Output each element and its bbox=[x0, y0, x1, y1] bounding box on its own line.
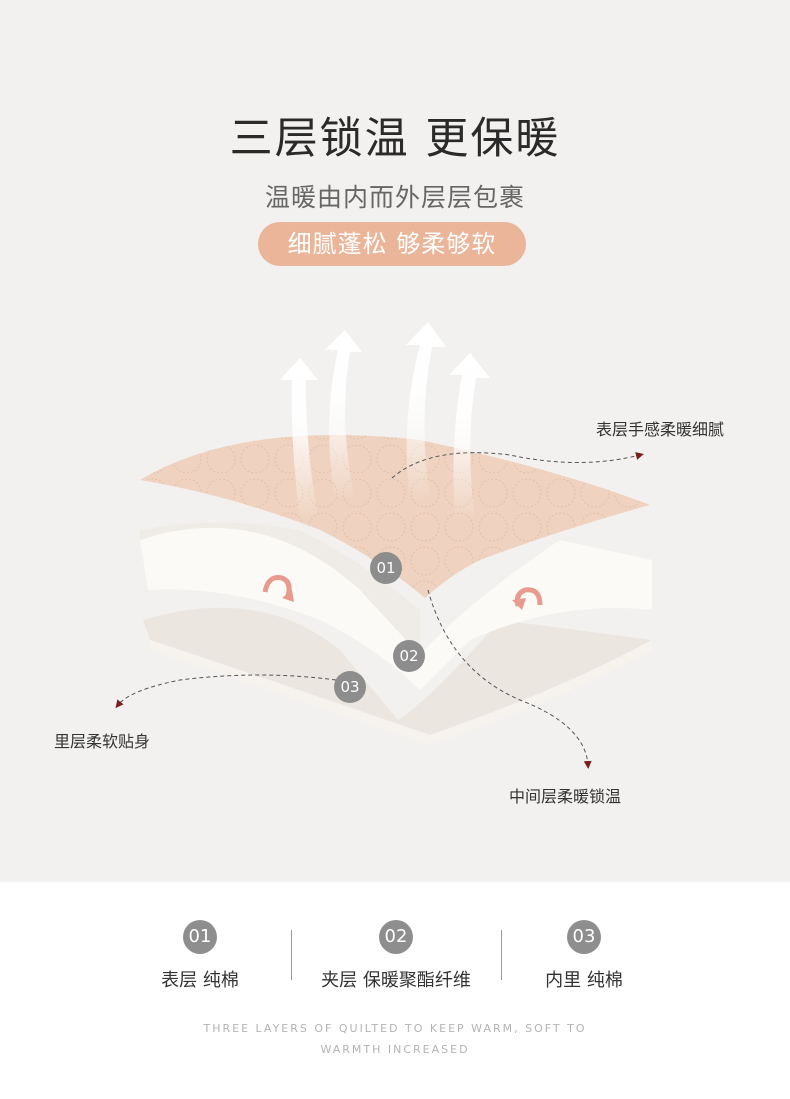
layer-middle-shade bbox=[140, 522, 420, 655]
callout-surface: 表层手感柔暖细腻 bbox=[596, 420, 725, 439]
layers-illustration: 01 02 03 bbox=[115, 322, 652, 769]
feature-badge: 02 bbox=[379, 920, 413, 954]
page-subtitle: 温暖由内而外层层包裹 bbox=[264, 183, 525, 212]
layer-middle bbox=[140, 527, 652, 690]
layer-number-01: 01 bbox=[370, 552, 402, 584]
warmth-arrow-1 bbox=[280, 358, 318, 520]
callout-line-left bbox=[115, 674, 337, 709]
layer-number-text: 03 bbox=[340, 678, 359, 696]
page-title: 三层锁温 更保暖 bbox=[229, 114, 561, 164]
layer-surface-quilt bbox=[140, 435, 650, 598]
callout-inner: 里层柔软贴身 bbox=[54, 732, 151, 751]
feature-label: 内里 纯棉 bbox=[545, 970, 623, 991]
layer-number-text: 02 bbox=[399, 647, 418, 665]
divider bbox=[501, 930, 502, 980]
layer-inner bbox=[143, 607, 652, 735]
layer-number-03: 03 bbox=[334, 671, 366, 703]
feature-label: 表层 纯棉 bbox=[161, 970, 239, 991]
divider bbox=[291, 930, 292, 980]
english-caption-line-1: THREE LAYERS OF QUILTED TO KEEP WARM, SO… bbox=[203, 1022, 587, 1035]
feature-label: 夹层 保暖聚酯纤维 bbox=[321, 970, 471, 991]
feature-item-3: 03 内里 纯棉 bbox=[514, 920, 654, 992]
callout-middle: 中间层柔暖锁温 bbox=[509, 787, 622, 806]
layer-number-02: 02 bbox=[393, 640, 425, 672]
feature-item-2: 02 夹层 保暖聚酯纤维 bbox=[306, 920, 486, 992]
warmth-arrow-4 bbox=[449, 353, 490, 520]
feature-item-1: 01 表层 纯棉 bbox=[130, 920, 270, 992]
callout-line-bottom bbox=[427, 589, 592, 769]
curve-arrow-left bbox=[262, 575, 292, 597]
warmth-arrow-2 bbox=[325, 330, 362, 500]
layer-number-text: 01 bbox=[376, 559, 395, 577]
highlight-pill: 细腻蓬松 够柔够软 bbox=[258, 222, 526, 266]
english-caption-line-2: WARMTH INCREASED bbox=[320, 1043, 470, 1056]
layer-inner-edge bbox=[150, 640, 652, 745]
feature-badge: 03 bbox=[567, 920, 601, 954]
callout-line-top bbox=[391, 452, 644, 479]
warmth-arrow-3 bbox=[406, 322, 446, 500]
features-section: 01 表层 纯棉 02 夹层 保暖聚酯纤维 03 内里 纯棉 THREE LAY… bbox=[0, 882, 790, 1099]
feature-badge: 01 bbox=[183, 920, 217, 954]
